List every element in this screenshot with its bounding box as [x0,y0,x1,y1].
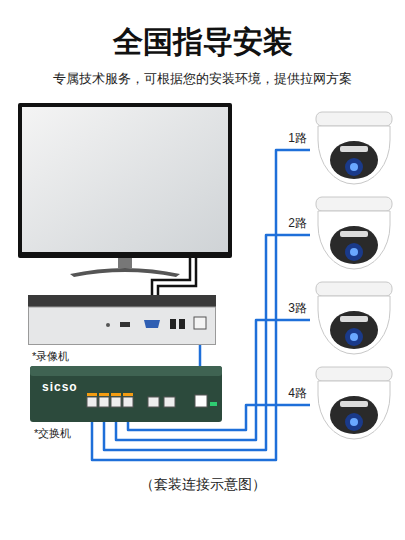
channel-label: 3路 [288,300,307,317]
video-recorder-drawing [28,295,216,345]
channel-label: 1路 [288,130,307,147]
dome-camera-drawing [310,110,398,190]
video-cable [158,258,196,300]
monitor [18,103,232,277]
dome-camera: 4路 [310,365,398,445]
device-label: *交换机 [34,426,71,441]
network-cable [199,345,202,366]
channel-label: 4路 [288,385,307,402]
dome-camera: 1路 [310,110,398,190]
poe-switch-drawing [30,366,222,422]
dome-camera: 2路 [310,195,398,275]
dome-camera-drawing [310,280,398,360]
caption: （套装连接示意图） [0,476,405,494]
device-label: *录像机 [32,349,69,364]
subtitle: 专属技术服务，可根据您的安装环境，提供拉网方案 [0,70,405,88]
brand-name: sicso [42,380,78,394]
title: 全国指导安装 [0,22,405,63]
poe-switch: sicso*交换机 [30,366,222,422]
dome-camera: 3路 [310,280,398,360]
video-recorder: *录像机 [28,295,216,345]
dome-camera-drawing [310,365,398,445]
dome-camera-drawing [310,195,398,275]
channel-label: 2路 [288,215,307,232]
